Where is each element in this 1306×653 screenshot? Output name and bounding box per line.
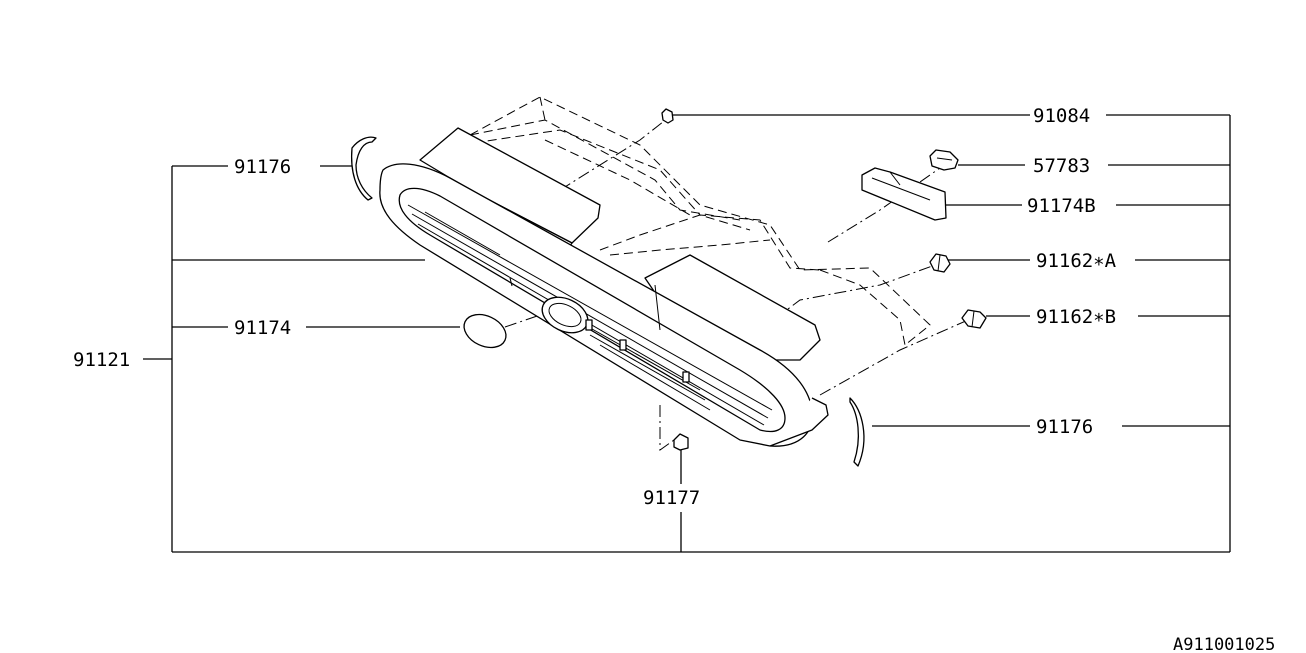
label-91121: 91121 xyxy=(73,349,130,371)
reference-code: A911001025 xyxy=(1173,635,1275,653)
emblem-91174-part xyxy=(463,313,507,349)
clip-91084-part xyxy=(661,108,674,124)
label-91162a: 91162∗A xyxy=(1036,250,1117,272)
front-grille xyxy=(379,127,829,447)
label-91177: 91177 xyxy=(643,487,700,509)
bracket-91174b-part xyxy=(861,167,947,221)
label-91084: 91084 xyxy=(1033,105,1090,127)
trim-91176-left-part xyxy=(350,136,377,201)
label-91174b: 91174B xyxy=(1027,195,1096,217)
label-91162b: 91162∗B xyxy=(1036,306,1116,328)
label-91174: 91174 xyxy=(234,317,291,339)
clip-57783-part xyxy=(929,149,959,171)
screw-91162b-part xyxy=(961,309,987,329)
label-91176-left: 91176 xyxy=(234,156,291,178)
hidden-outline-lines xyxy=(419,96,969,451)
label-91176-right: 91176 xyxy=(1036,416,1093,438)
clip-91177-part xyxy=(673,433,689,451)
trim-91176-right-part xyxy=(849,397,865,467)
leader-lines xyxy=(143,114,1231,553)
screw-91162a-part xyxy=(929,253,951,273)
label-57783: 57783 xyxy=(1033,155,1090,177)
